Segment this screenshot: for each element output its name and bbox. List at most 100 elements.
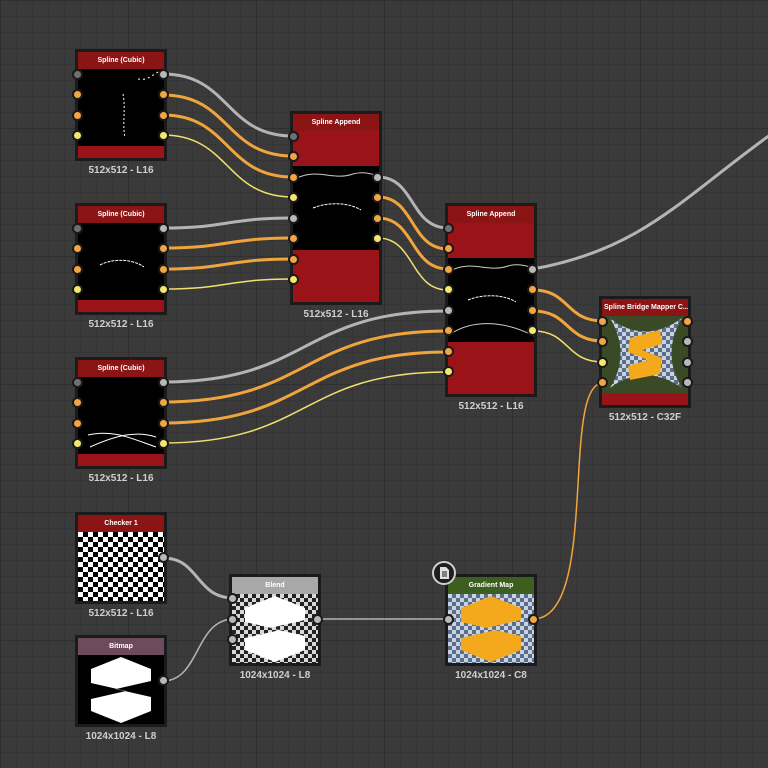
input-port[interactable] xyxy=(72,264,83,275)
node-preview-top xyxy=(448,223,534,258)
output-port[interactable] xyxy=(527,305,538,316)
input-port[interactable] xyxy=(72,397,83,408)
input-port[interactable] xyxy=(443,284,454,295)
wire xyxy=(161,309,450,384)
checker-node[interactable]: Checker 1 512x512 - L16 xyxy=(75,512,169,619)
input-port[interactable] xyxy=(72,223,83,234)
node-body: Spline (Cubic) xyxy=(75,357,167,469)
node-size-label: 512x512 - L16 xyxy=(303,309,369,320)
output-port[interactable] xyxy=(527,325,538,336)
input-port[interactable] xyxy=(72,69,83,80)
output-port[interactable] xyxy=(372,192,383,203)
input-port[interactable] xyxy=(597,377,608,388)
output-port[interactable] xyxy=(528,614,539,625)
node-title: Bitmap xyxy=(78,638,164,655)
output-port[interactable] xyxy=(158,552,169,563)
spline-cubic-node-2[interactable]: Spline (Cubic) 512x512 - L16 xyxy=(72,203,169,330)
input-port[interactable] xyxy=(288,254,299,265)
input-port[interactable] xyxy=(72,438,83,449)
output-port[interactable] xyxy=(158,397,169,408)
output-port[interactable] xyxy=(372,213,383,224)
input-port[interactable] xyxy=(597,357,608,368)
input-port[interactable] xyxy=(597,316,608,327)
input-port[interactable] xyxy=(597,336,608,347)
spline-append-node-2[interactable]: Spline Append 512x512 - L16 xyxy=(443,203,538,412)
input-port[interactable] xyxy=(288,274,299,285)
input-port[interactable] xyxy=(288,213,299,224)
input-port[interactable] xyxy=(288,151,299,162)
output-port[interactable] xyxy=(372,233,383,244)
spline-cubic-node-3[interactable]: Spline (Cubic) 512x512 - L16 xyxy=(72,357,169,484)
spline-bridge-mapper-node[interactable]: Spline Bridge Mapper C... 512x512 - C32F xyxy=(597,296,693,423)
node-title: Spline Append xyxy=(448,206,534,223)
spline-preview xyxy=(122,70,161,138)
wire xyxy=(532,330,604,363)
wire xyxy=(162,371,449,444)
node-size-label: 512x512 - L16 xyxy=(88,165,154,176)
input-port[interactable] xyxy=(72,243,83,254)
input-port[interactable] xyxy=(288,172,299,183)
input-port[interactable] xyxy=(443,346,454,357)
input-port[interactable] xyxy=(443,223,454,234)
input-port[interactable] xyxy=(72,284,83,295)
output-port[interactable] xyxy=(158,284,169,295)
output-port[interactable] xyxy=(527,264,538,275)
input-port[interactable] xyxy=(72,130,83,141)
input-port[interactable] xyxy=(443,305,454,316)
spline-append-node-1[interactable]: Spline Append 512x512 - L16 xyxy=(288,111,383,320)
wire xyxy=(161,113,295,179)
input-port[interactable] xyxy=(443,614,454,625)
wire xyxy=(531,309,605,343)
node-size-label: 1024x1024 - C8 xyxy=(455,670,527,681)
output-port[interactable] xyxy=(158,223,169,234)
output-port[interactable] xyxy=(158,377,169,388)
node-title: Spline (Cubic) xyxy=(78,52,164,69)
wire xyxy=(161,72,295,138)
substance-s-logo xyxy=(628,330,662,380)
node-size-label: 512x512 - L16 xyxy=(88,319,154,330)
spline-cubic-node-1[interactable]: Spline (Cubic) 512x512 - L16 xyxy=(72,49,169,176)
input-port[interactable] xyxy=(72,418,83,429)
output-port[interactable] xyxy=(158,243,169,254)
substance-s-logo xyxy=(91,657,151,723)
input-port[interactable] xyxy=(72,110,83,121)
output-port[interactable] xyxy=(158,675,169,686)
node-body: Spline Append xyxy=(290,111,382,305)
output-port[interactable] xyxy=(158,110,169,121)
output-port[interactable] xyxy=(158,89,169,100)
node-body: Checker 1 xyxy=(75,512,167,604)
output-port[interactable] xyxy=(158,438,169,449)
output-port[interactable] xyxy=(682,377,693,388)
output-port[interactable] xyxy=(158,130,169,141)
input-port[interactable] xyxy=(288,131,299,142)
output-port[interactable] xyxy=(158,418,169,429)
input-port[interactable] xyxy=(443,366,454,377)
input-port[interactable] xyxy=(288,233,299,244)
input-port[interactable] xyxy=(288,192,299,203)
output-port[interactable] xyxy=(682,316,693,327)
input-port[interactable] xyxy=(227,634,238,645)
output-port[interactable] xyxy=(158,264,169,275)
input-port[interactable] xyxy=(227,593,238,604)
document-icon[interactable] xyxy=(432,561,456,585)
spline-preview xyxy=(296,172,379,211)
output-port[interactable] xyxy=(158,69,169,80)
output-port[interactable] xyxy=(527,284,538,295)
output-port[interactable] xyxy=(372,172,383,183)
input-port[interactable] xyxy=(72,377,83,388)
substance-s-logo xyxy=(461,596,521,662)
input-port[interactable] xyxy=(72,89,83,100)
output-port[interactable] xyxy=(682,336,693,347)
input-port[interactable] xyxy=(227,614,238,625)
node-title: Gradient Map xyxy=(448,577,534,594)
bitmap-node[interactable]: Bitmap 1024x1024 - L8 xyxy=(75,635,169,742)
input-port[interactable] xyxy=(443,325,454,336)
output-port[interactable] xyxy=(312,614,323,625)
gradient-map-node[interactable]: Gradient Map 1024x1024 - C8 xyxy=(443,574,539,681)
input-port[interactable] xyxy=(443,264,454,275)
blend-node[interactable]: Blend 1024x1024 - L8 xyxy=(227,574,323,681)
wire xyxy=(162,278,294,290)
output-port[interactable] xyxy=(682,357,693,368)
node-preview-bottom xyxy=(293,250,379,302)
input-port[interactable] xyxy=(443,243,454,254)
